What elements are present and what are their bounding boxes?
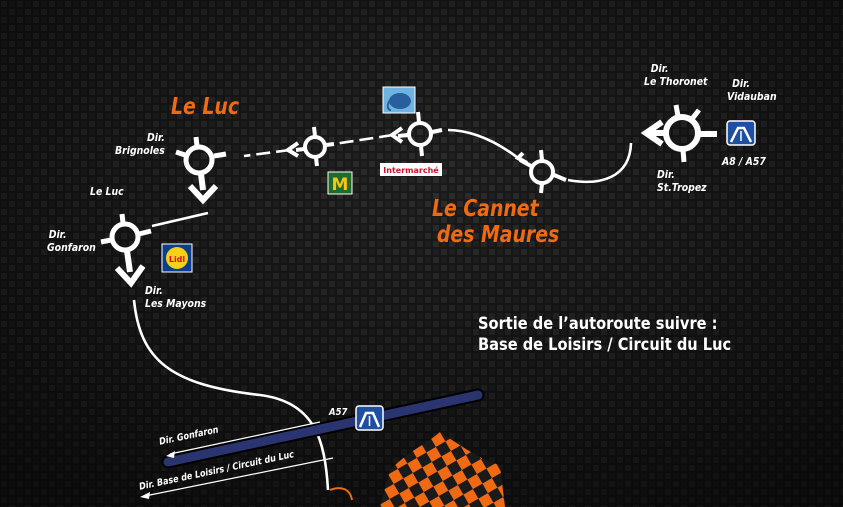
- roundabout-le-luc-north: [175, 136, 227, 205]
- motorway-sign-icon-a8: [726, 120, 756, 146]
- motorway-sign-icon-a57: [355, 405, 384, 431]
- route-segment-6: [132, 299, 330, 491]
- exit-instructions-line2: Base de Loisirs / Circuit du Luc: [478, 335, 732, 355]
- dir-gonfaron-name: Gonfaron: [47, 241, 96, 254]
- dir-st-tropez-name: St.Tropez: [657, 181, 707, 194]
- label-a57: A57: [329, 407, 348, 418]
- dir-brignoles-name: Brignoles: [115, 144, 165, 157]
- intermarche-text: Intermarché: [383, 165, 439, 175]
- dir-le-thoronet: Dir. Le Thoronet: [644, 62, 708, 88]
- roundabout-a8: [640, 104, 717, 163]
- dir-brignoles-prefix: Dir.: [147, 131, 165, 144]
- route-segment-3: [333, 133, 394, 146]
- dir-les-mayons-name: Les Mayons: [145, 297, 207, 310]
- route-segment-1: [567, 142, 633, 184]
- label-a8-a57: A8 / A57: [722, 155, 766, 168]
- roundabout-mcdonalds: [284, 126, 335, 167]
- lidl-text: Lidl: [169, 255, 186, 264]
- exit-instructions: Sortie de l’autoroute suivre : Base de L…: [478, 314, 731, 356]
- dir-vidauban: Dir. Vidauban: [727, 77, 777, 103]
- dir-le-thoronet-prefix: Dir.: [650, 62, 669, 75]
- route-segment-2: [447, 128, 519, 160]
- mcdonalds-letter: M: [332, 175, 349, 195]
- dir-les-mayons: Dir. Les Mayons: [145, 284, 206, 310]
- lidl-logo: Lidl: [161, 243, 193, 273]
- dir-brignoles: Dir. Brignoles: [115, 131, 165, 157]
- dir-vidauban-prefix: Dir.: [732, 77, 750, 90]
- roundabout-le-cannet: [514, 149, 567, 194]
- dir-gonfaron-prefix: Dir.: [48, 228, 67, 241]
- dir-st-tropez-prefix: Dir.: [657, 168, 675, 181]
- route-segment-5: [151, 211, 209, 228]
- intermarche-elephant-logo: [382, 86, 416, 114]
- dir-le-luc: Le Luc: [90, 185, 124, 198]
- town-le-cannet-line1: Le Cannet: [432, 196, 539, 222]
- roundabout-intermarche: [388, 111, 443, 157]
- highway-a57: [140, 388, 485, 499]
- route-segment-4: [243, 148, 291, 158]
- dir-gonfaron: Dir. Gonfaron: [47, 228, 96, 254]
- town-le-luc: Le Luc: [171, 94, 240, 120]
- checkered-flag-icon: [329, 432, 505, 507]
- dir-vidauban-name: Vidauban: [727, 90, 777, 103]
- roundabout-le-luc-south: [100, 213, 152, 288]
- dir-le-thoronet-name: Le Thoronet: [644, 75, 708, 88]
- roundabouts: [100, 104, 717, 288]
- intermarche-logo: Intermarché: [380, 163, 442, 176]
- town-le-cannet: Le Cannet des Maures: [432, 196, 559, 248]
- route-path: [132, 128, 633, 491]
- exit-instructions-line1: Sortie de l’autoroute suivre :: [478, 314, 718, 334]
- dir-st-tropez: Dir. St.Tropez: [657, 168, 707, 194]
- mcdonalds-logo: M: [327, 171, 353, 195]
- town-le-cannet-line2: des Maures: [436, 222, 560, 248]
- dir-les-mayons-prefix: Dir.: [145, 284, 163, 297]
